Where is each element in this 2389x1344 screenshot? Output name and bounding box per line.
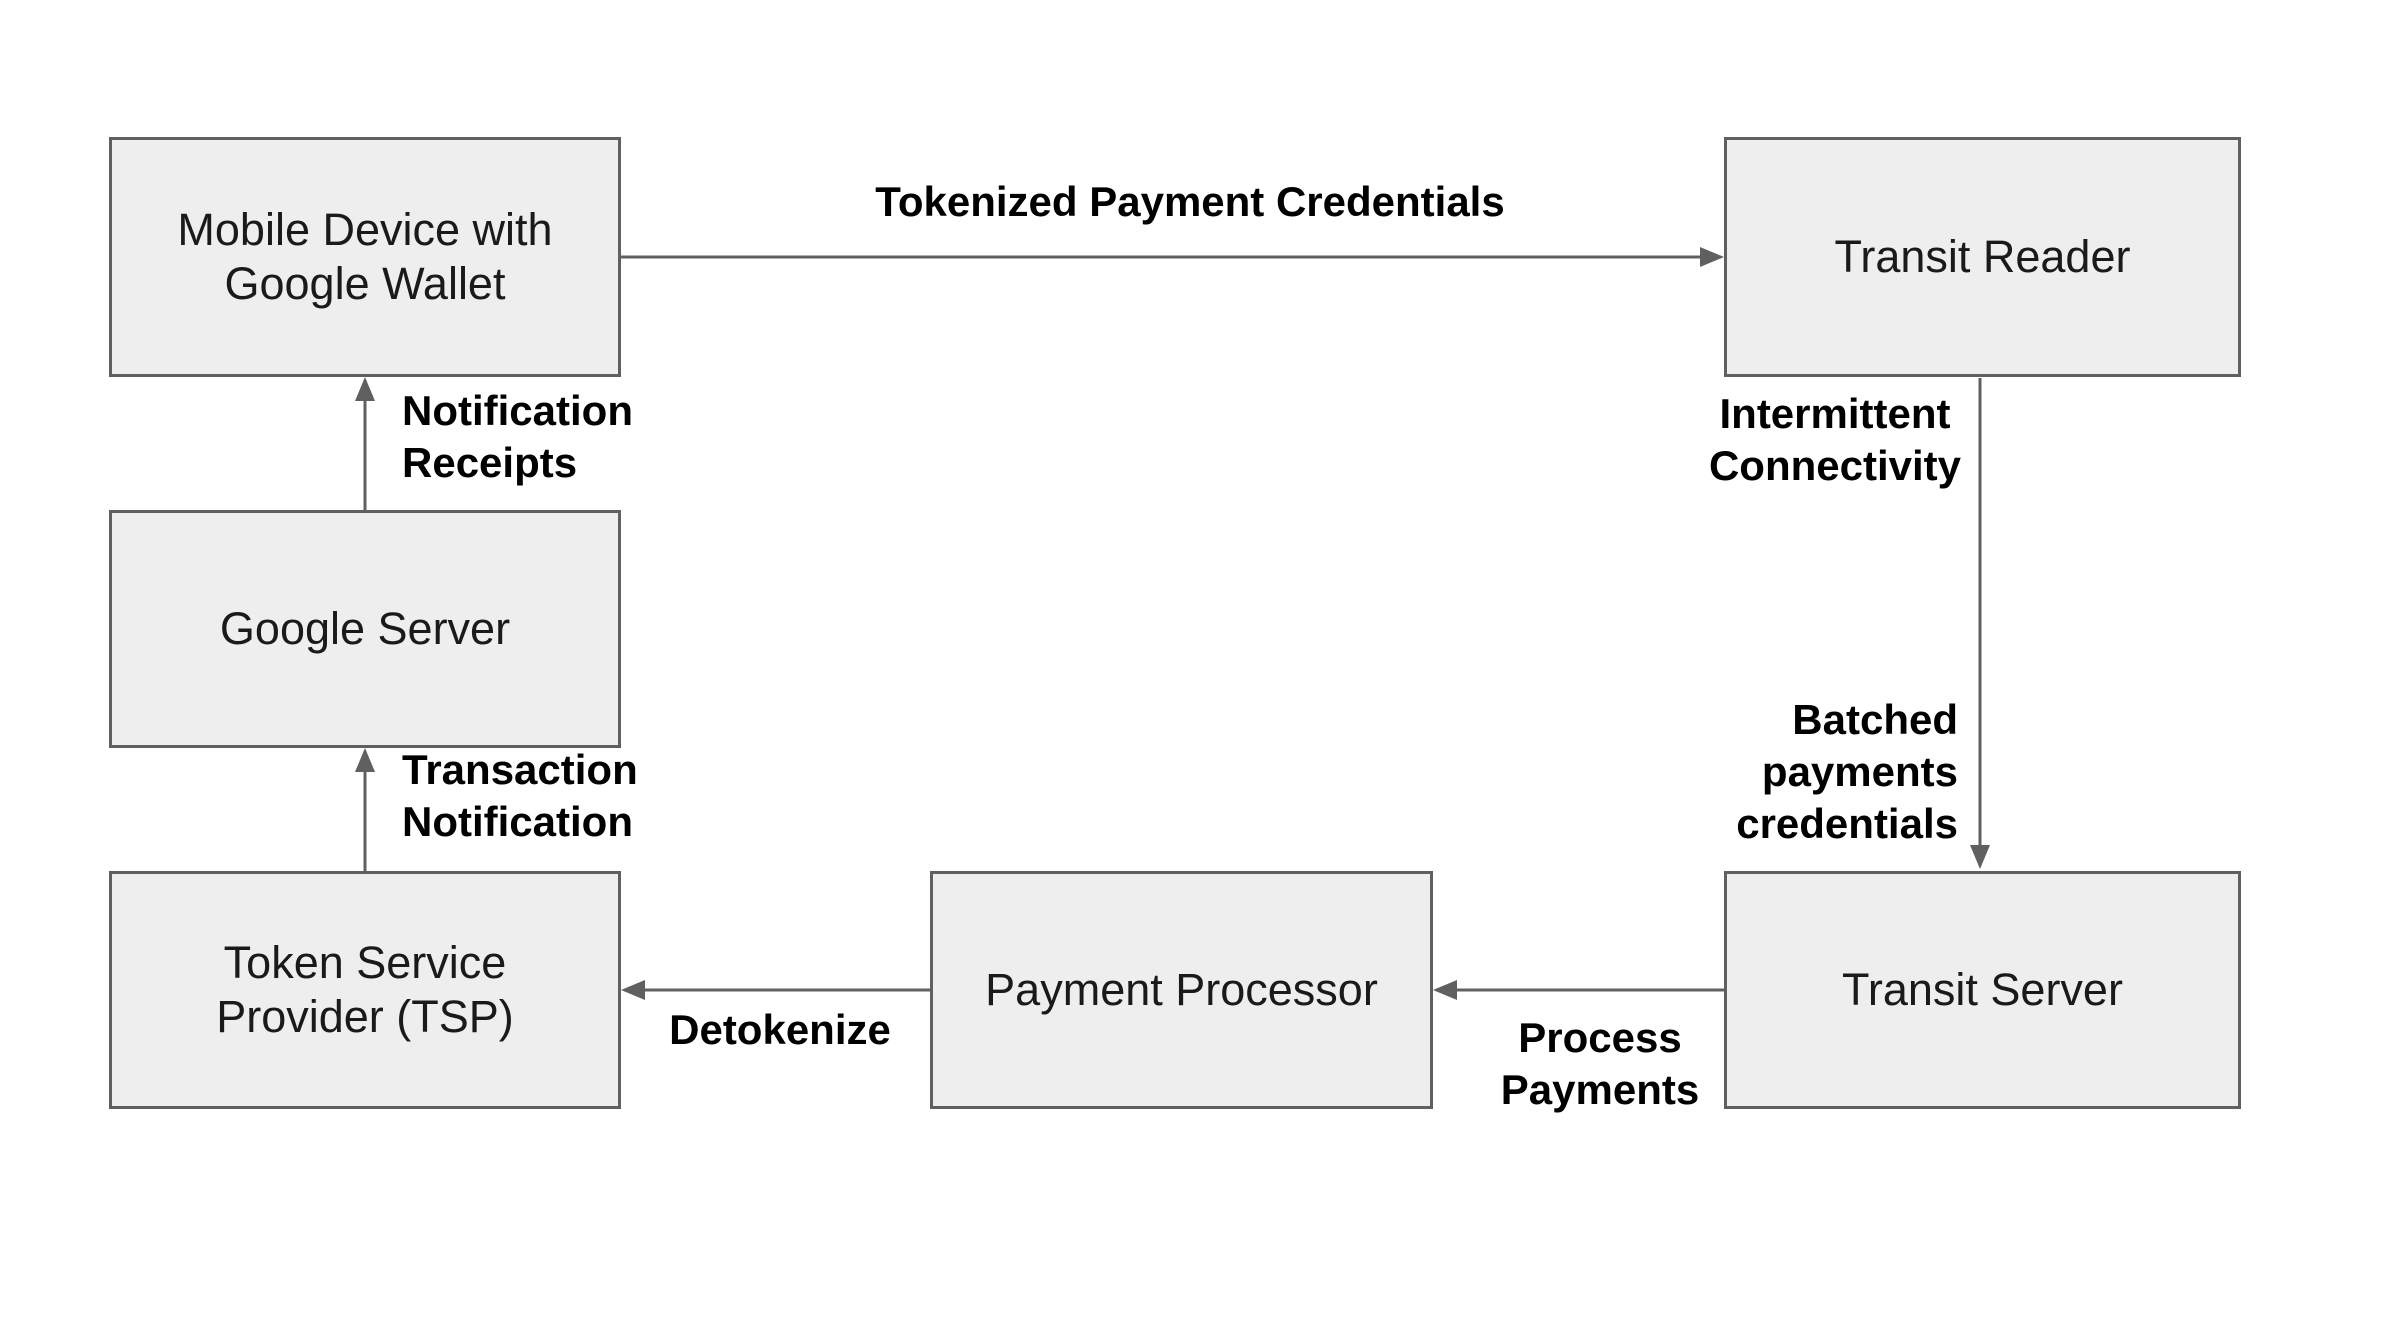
node-label: Transit Server xyxy=(1842,964,2123,1015)
edge-label-transaction-notification: Transaction Notification xyxy=(402,746,638,845)
node-label: Token Service Provider (TSP) xyxy=(216,937,514,1042)
edge-label-process-payments: Process Payments xyxy=(1500,1014,1700,1113)
node-mobile-device: Mobile Device with Google Wallet xyxy=(109,137,621,377)
edge-label-intermittent-connectivity: Intermittent Connectivity xyxy=(1708,390,1962,489)
node-label: Mobile Device with Google Wallet xyxy=(177,204,553,309)
node-transit-reader: Transit Reader xyxy=(1724,137,2241,377)
node-label: Payment Processor xyxy=(985,964,1378,1015)
node-label: Google Server xyxy=(219,603,511,654)
edge-label-batched-payments-credentials: Batched payments credentials xyxy=(1736,696,1958,847)
edge-label-detokenize: Detokenize xyxy=(669,1006,891,1053)
edge-label-notification-receipts: Notification Receipts xyxy=(402,387,633,486)
node-label: Transit Reader xyxy=(1834,231,2131,282)
edge-label-tokenized-payment-credentials: Tokenized Payment Credentials xyxy=(875,178,1505,225)
node-google-server: Google Server xyxy=(109,510,621,748)
node-token-service-provider: Token Service Provider (TSP) xyxy=(109,871,621,1109)
node-payment-processor: Payment Processor xyxy=(930,871,1433,1109)
node-transit-server: Transit Server xyxy=(1724,871,2241,1109)
